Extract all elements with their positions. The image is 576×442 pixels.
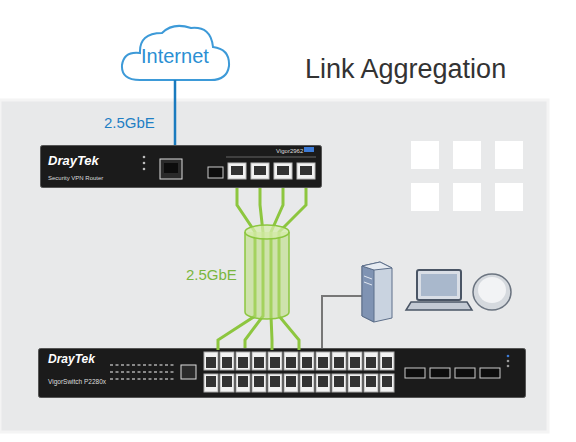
- aggregated-link: [271, 188, 283, 350]
- link-speed-label: 2.5GbE: [186, 267, 237, 282]
- panel-border: [0, 100, 548, 432]
- internet-link: [174, 80, 177, 145]
- node-outline: [38, 348, 526, 398]
- server-icon: [362, 262, 392, 322]
- device-wire: [322, 296, 362, 350]
- node-title: DrayTek: [48, 154, 99, 167]
- switch-ports: [110, 352, 509, 392]
- node-title: DrayTek: [48, 353, 95, 365]
- node-text: Vigor2962: [276, 148, 303, 154]
- router-device: DrayTekSecurity VPN Router Vigor2962: [40, 145, 322, 188]
- switch-device: DrayTekVigorSwitch P2280x: [38, 348, 526, 398]
- aggregated-link: [245, 188, 263, 348]
- link-speed-label: 2.5GbE: [104, 115, 155, 130]
- aggregation-bundle: [218, 188, 306, 350]
- aggregated-link: [218, 188, 255, 350]
- bundle-cylinder: [245, 232, 289, 319]
- laptop-icon: [406, 270, 472, 310]
- node-text: Security VPN Router: [48, 175, 103, 181]
- window-squares: [411, 141, 523, 211]
- background-panel: [0, 100, 548, 432]
- aggregated-link: [279, 188, 306, 350]
- router-chassis: [41, 146, 322, 188]
- cloud-node: Internet: [118, 22, 233, 82]
- switch-chassis: [39, 349, 526, 398]
- cloud-outline: [122, 26, 229, 80]
- diagram-title: Link Aggregation: [305, 54, 506, 85]
- router-ports: [143, 147, 316, 179]
- node-text: VigorSwitch P2280x: [48, 379, 106, 386]
- bundle-cylinder-top: [245, 225, 289, 239]
- access-point-icon: [473, 274, 511, 310]
- node-title: Internet: [141, 46, 209, 66]
